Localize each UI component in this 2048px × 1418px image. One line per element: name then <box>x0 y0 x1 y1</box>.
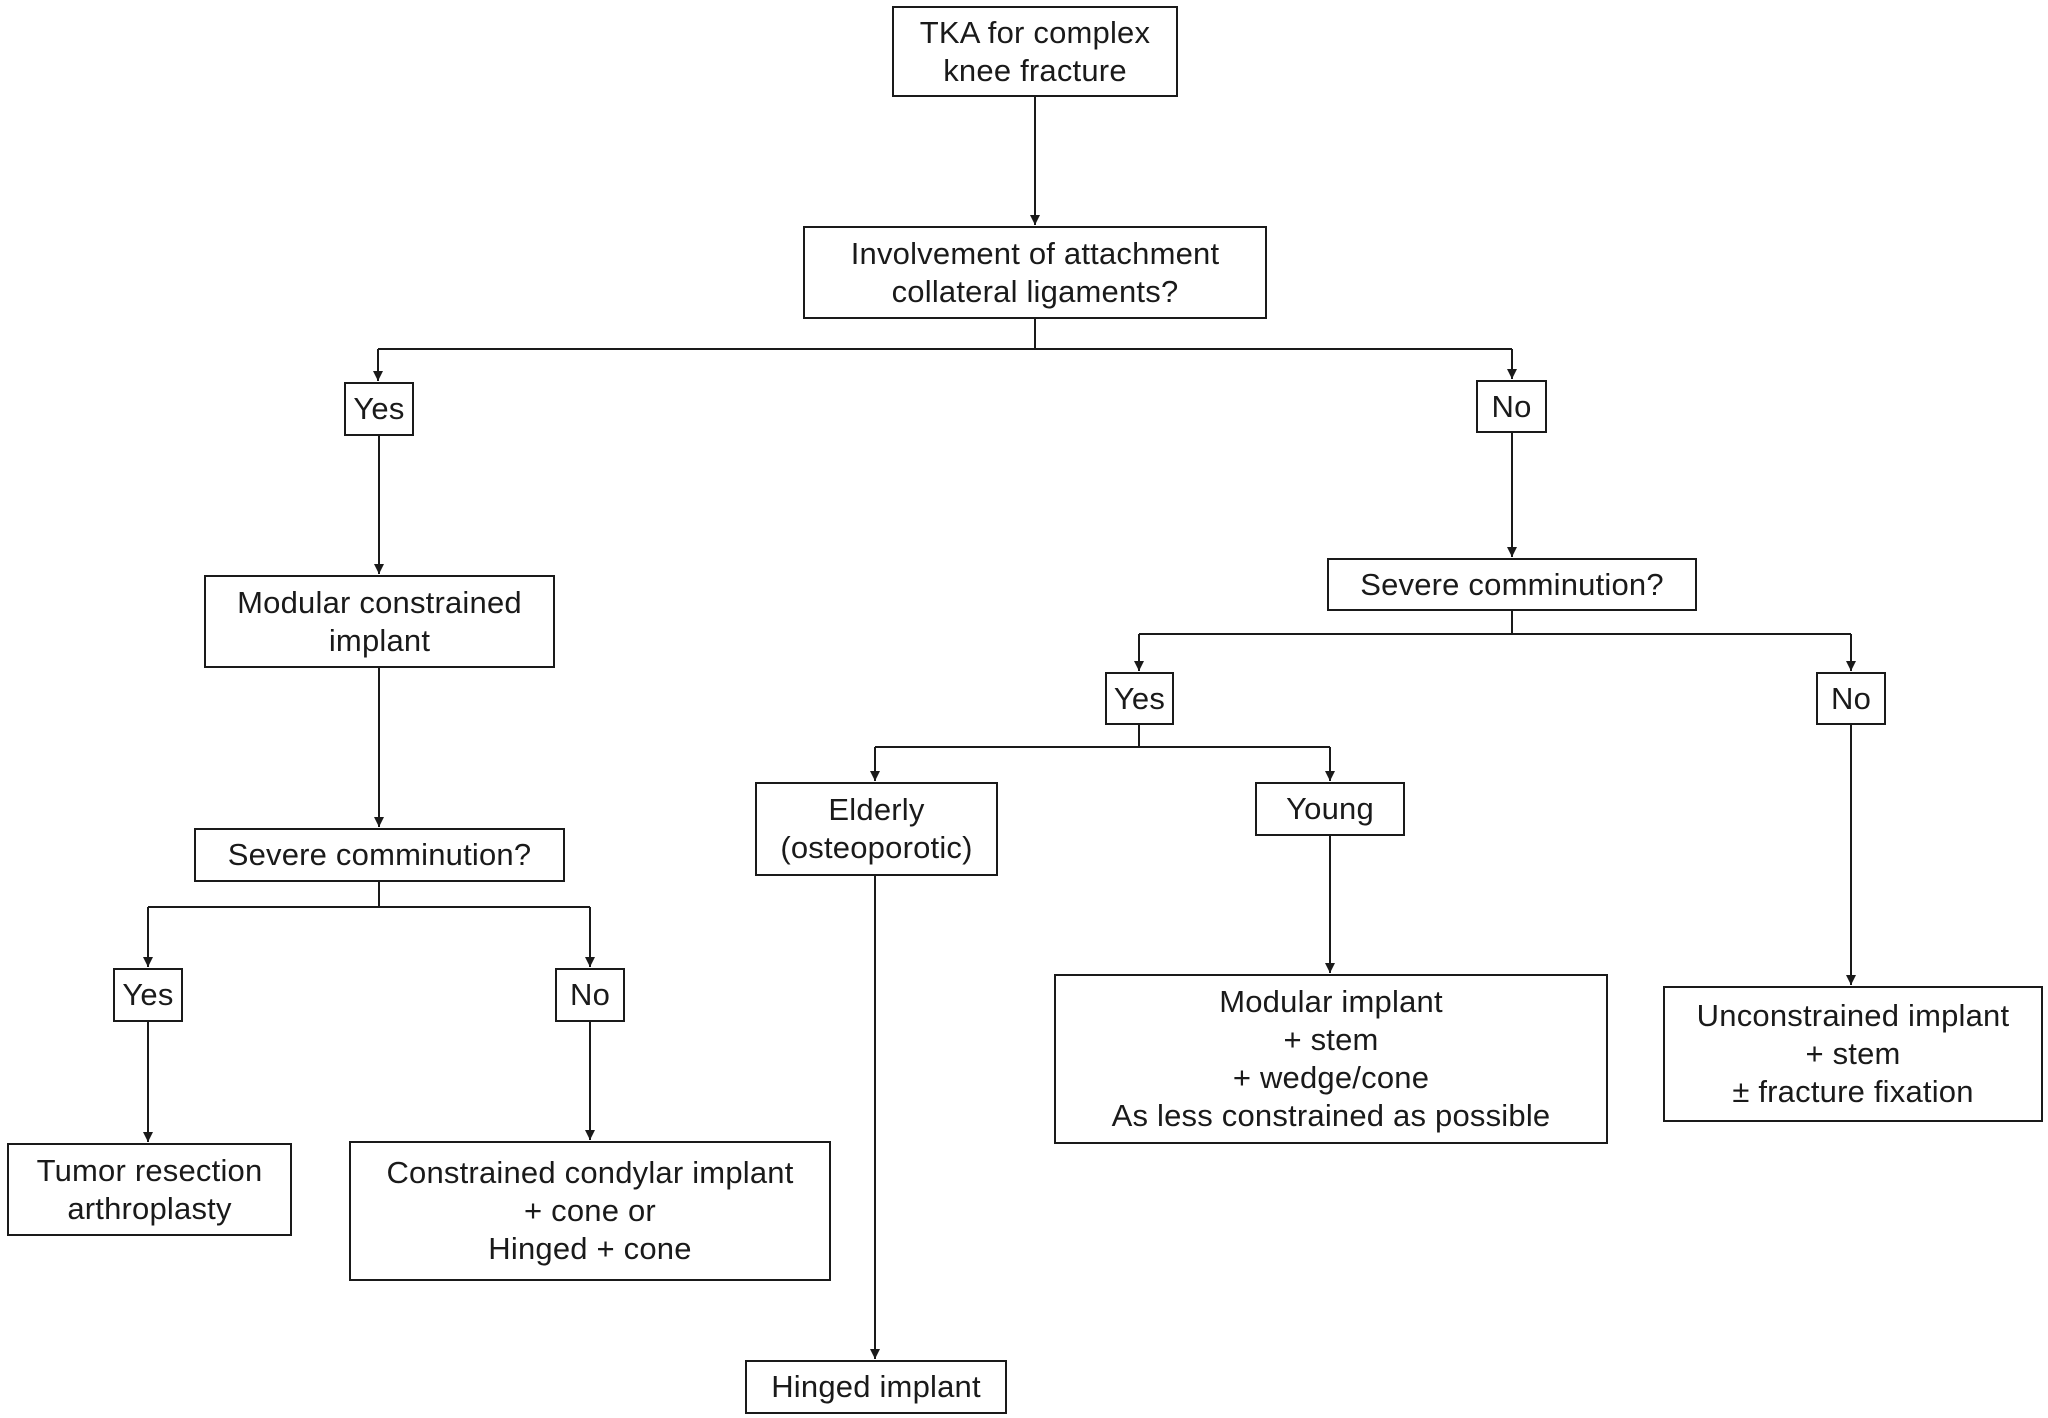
node-no-comminution-right-label: No <box>1830 680 1872 716</box>
node-yes-comminution-left: Yes <box>113 968 183 1022</box>
node-question-ligaments-line-2: collateral ligaments? <box>891 273 1179 309</box>
node-constrained-condylar-line-2: + cone or <box>524 1193 656 1228</box>
node-yes-comminution-right-label: Yes <box>1113 680 1166 716</box>
node-modular-implant-line-4: As less constrained as possible <box>1111 1098 1551 1133</box>
node-question-ligaments-line-1: Involvement of attachment <box>850 235 1220 271</box>
node-elderly-osteoporotic: Elderly (osteoporotic) <box>755 782 998 876</box>
node-constrained-condylar-implant: Constrained condylar implant + cone or H… <box>349 1141 831 1281</box>
node-tumor-resection-arthroplasty: Tumor resection arthroplasty <box>7 1143 292 1236</box>
node-hinged-implant: Hinged implant <box>745 1360 1007 1414</box>
node-yes-ligaments-label: Yes <box>353 391 405 426</box>
node-tumor-resection-line-1: Tumor resection <box>36 1152 263 1188</box>
node-yes-comminution-right: Yes <box>1105 672 1174 725</box>
node-no-comminution-left: No <box>555 968 625 1022</box>
node-unconstrained-line-3: ± fracture fixation <box>1732 1074 1974 1109</box>
node-modular-implant-line-3: + wedge/cone <box>1232 1060 1430 1095</box>
node-yes-comminution-left-label: Yes <box>122 977 174 1012</box>
node-no-ligaments-label: No <box>1491 388 1532 424</box>
node-no-comminution-right: No <box>1816 672 1886 725</box>
node-constrained-condylar-line-3: Hinged + cone <box>488 1231 692 1266</box>
node-question-comminution-right-label: Severe comminution? <box>1360 566 1664 602</box>
node-hinged-implant-label: Hinged implant <box>771 1369 981 1404</box>
node-tumor-resection-line-2: arthroplasty <box>67 1190 232 1226</box>
node-unconstrained-line-1: Unconstrained implant <box>1696 998 2010 1033</box>
node-modular-constrained-line-2: implant <box>328 622 431 658</box>
node-question-comminution-left: Severe comminution? <box>194 828 565 882</box>
node-root: TKA for complex knee fracture <box>892 6 1178 97</box>
node-yes-ligaments: Yes <box>344 382 414 436</box>
node-modular-constrained-line-1: Modular constrained <box>237 584 522 620</box>
node-unconstrained-implant: Unconstrained implant + stem ± fracture … <box>1663 986 2043 1122</box>
node-constrained-condylar-line-1: Constrained condylar implant <box>386 1155 794 1190</box>
node-elderly-line-2: (osteoporotic) <box>780 830 973 865</box>
node-question-comminution-right: Severe comminution? <box>1327 558 1697 611</box>
node-elderly-line-1: Elderly <box>828 792 925 827</box>
node-no-comminution-left-label: No <box>569 977 611 1012</box>
node-modular-constrained-implant: Modular constrained implant <box>204 575 555 668</box>
node-question-comminution-left-label: Severe comminution? <box>227 837 532 872</box>
node-root-line-1: TKA for complex <box>919 14 1151 50</box>
node-modular-implant-line-2: + stem <box>1283 1022 1379 1057</box>
node-modular-implant-line-1: Modular implant <box>1219 984 1443 1019</box>
node-unconstrained-line-2: + stem <box>1805 1036 1901 1071</box>
node-no-ligaments: No <box>1476 380 1547 433</box>
node-young: Young <box>1255 782 1405 836</box>
node-modular-implant: Modular implant + stem + wedge/cone As l… <box>1054 974 1608 1144</box>
node-young-label: Young <box>1286 791 1374 826</box>
node-root-line-2: knee fracture <box>943 52 1127 88</box>
node-question-ligaments: Involvement of attachment collateral lig… <box>803 226 1267 319</box>
